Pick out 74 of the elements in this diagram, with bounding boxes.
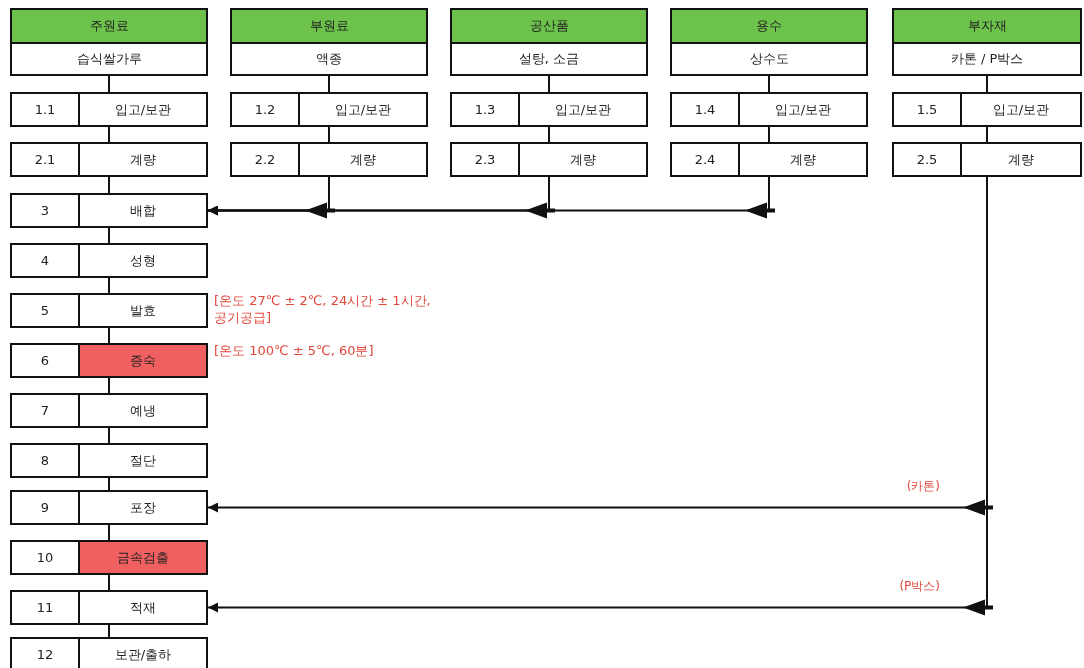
step-name-cell: 입고/보관 [298,92,428,127]
step-number-cell: 1.5 [892,92,962,127]
step-name-cell: 절단 [78,443,208,478]
step-name-cell: 발효 [78,293,208,328]
step-number-cell: 12 [10,637,80,668]
step-number-cell: 1.3 [450,92,520,127]
step-name-cell: 증숙 [78,343,208,378]
edge-label: (카톤) [904,477,942,495]
connector-line [108,624,110,638]
step-number-cell: 8 [10,443,80,478]
step-name-cell: 입고/보관 [960,92,1082,127]
step-number-cell: 2.2 [230,142,300,177]
category-header: 부자재 [892,8,1082,44]
connector-line [768,75,770,93]
material-box: 상수도 [670,42,868,76]
step-number-cell: 7 [10,393,80,428]
connector-line [108,75,110,93]
category-header: 공산품 [450,8,648,44]
connector-line [108,176,110,194]
step-name-cell: 포장 [78,490,208,525]
category-header: 주원료 [10,8,208,44]
connector-line [108,327,110,344]
condition-note: [온도 100℃ ± 5℃, 60분] [214,342,375,359]
connector-line [328,75,330,93]
connector-line [108,524,110,541]
step-number-cell: 1.4 [670,92,740,127]
connector-line [108,126,110,143]
step-name-cell: 보관/출하 [78,637,208,668]
step-name-cell: 예냉 [78,393,208,428]
step-name-cell: 계량 [960,142,1082,177]
step-name-cell: 배합 [78,193,208,228]
connector-line [108,277,110,294]
connector-line [108,427,110,444]
step-name-cell: 입고/보관 [518,92,648,127]
connector-line [108,477,110,491]
step-name-cell: 계량 [518,142,648,177]
step-number-cell: 2.5 [892,142,962,177]
connector-line [548,126,550,143]
connector-line [986,126,988,143]
connector-line [108,574,110,591]
material-box: 습식쌀가루 [10,42,208,76]
edge-label: (P박스) [897,577,942,595]
connector-line [986,75,988,93]
category-header: 용수 [670,8,868,44]
step-number-cell: 2.3 [450,142,520,177]
step-name-cell: 적재 [78,590,208,625]
connector-line [108,227,110,244]
step-number-cell: 6 [10,343,80,378]
material-box: 카톤 / P박스 [892,42,1082,76]
connector-line [328,126,330,143]
material-box: 액종 [230,42,428,76]
step-name-cell: 계량 [78,142,208,177]
condition-note: [온도 27℃ ± 2℃, 24시간 ± 1시간, 공기공급] [214,292,432,326]
connector-line [108,377,110,394]
step-number-cell: 11 [10,590,80,625]
step-name-cell: 금속검출 [78,540,208,575]
step-name-cell: 계량 [298,142,428,177]
step-number-cell: 9 [10,490,80,525]
step-number-cell: 10 [10,540,80,575]
category-header: 부원료 [230,8,428,44]
step-number-cell: 5 [10,293,80,328]
connector-line [768,126,770,143]
step-name-cell: 계량 [738,142,868,177]
step-name-cell: 성형 [78,243,208,278]
step-number-cell: 4 [10,243,80,278]
step-number-cell: 2.1 [10,142,80,177]
material-box: 설탕, 소금 [450,42,648,76]
connector-line [548,75,550,93]
step-number-cell: 3 [10,193,80,228]
step-number-cell: 2.4 [670,142,740,177]
step-name-cell: 입고/보관 [738,92,868,127]
step-number-cell: 1.1 [10,92,80,127]
step-name-cell: 입고/보관 [78,92,208,127]
step-number-cell: 1.2 [230,92,300,127]
